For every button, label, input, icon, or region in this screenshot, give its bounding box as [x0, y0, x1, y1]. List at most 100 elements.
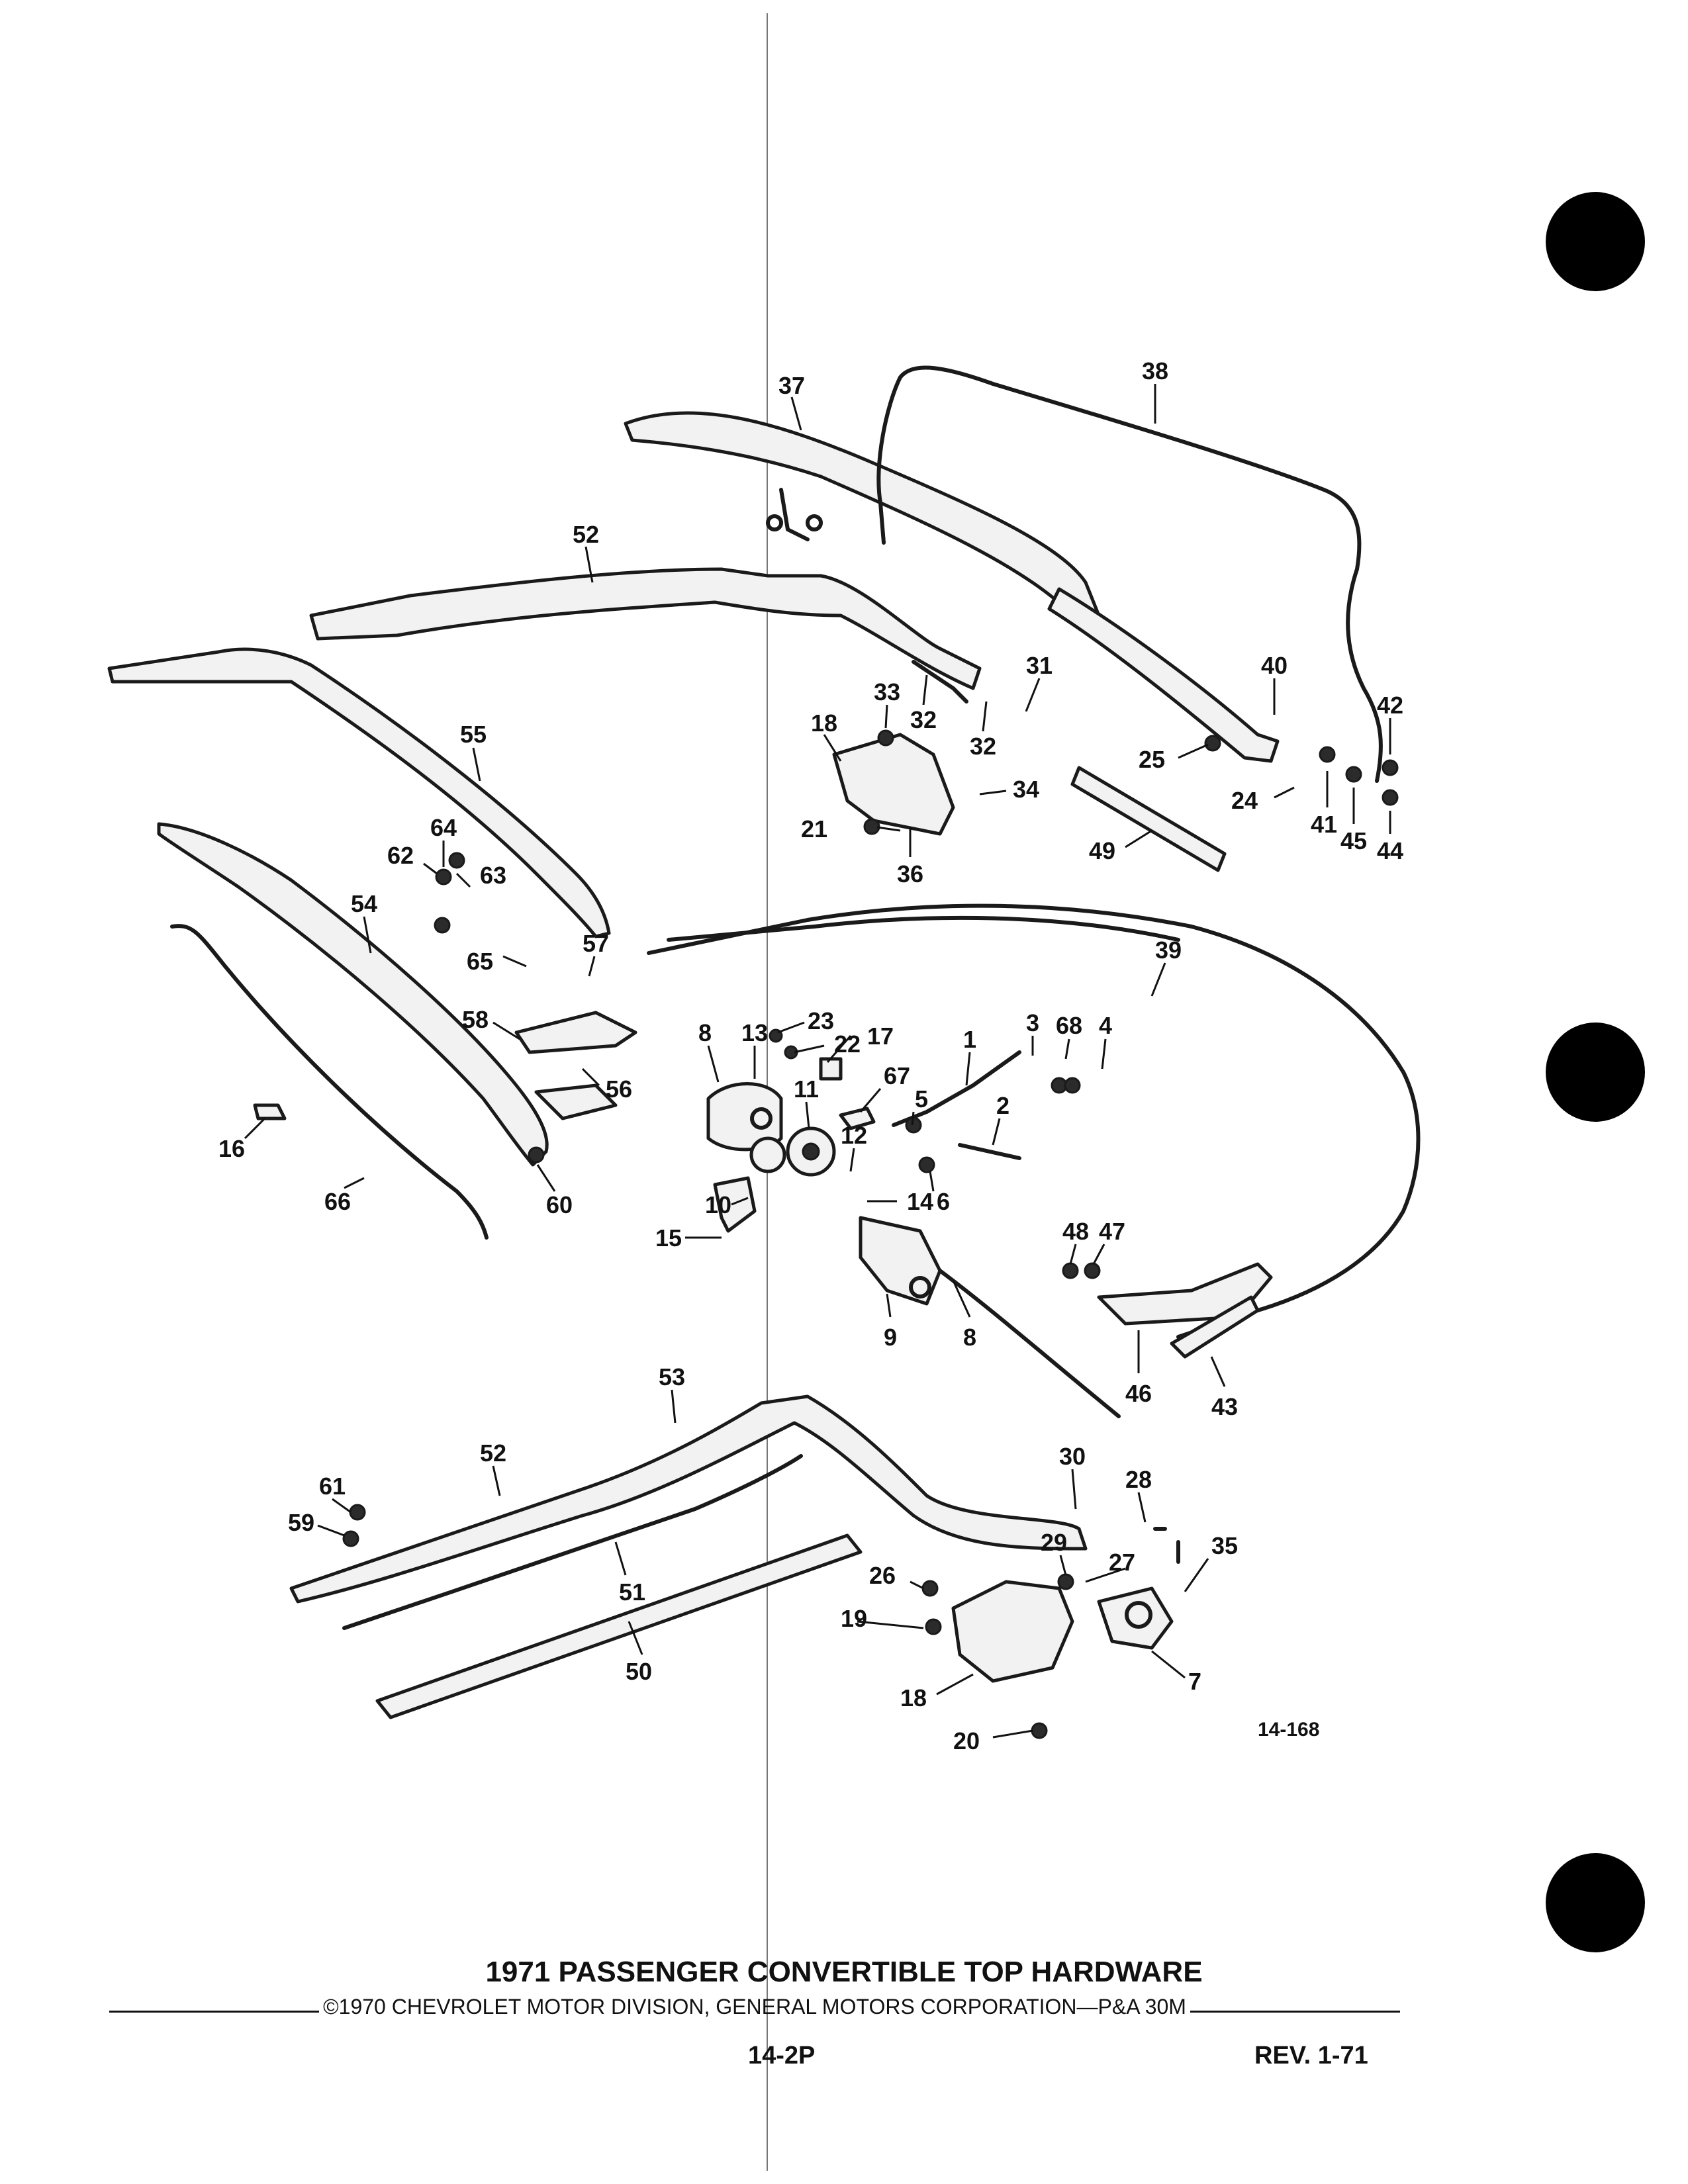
callout-61: 61 — [319, 1473, 346, 1500]
callout-10: 10 — [705, 1191, 731, 1218]
callout-30: 30 — [1059, 1443, 1086, 1470]
callout-34: 34 — [1013, 776, 1039, 803]
callout-32-right: 32 — [970, 733, 996, 760]
rear-bow-part — [876, 365, 1383, 783]
callout-14: 14 — [907, 1188, 933, 1215]
page-number: 14-2P — [748, 2042, 816, 2070]
motor-pump-assembly-part — [706, 1082, 942, 1306]
lower-cable-part — [342, 1454, 803, 1630]
callout-67: 67 — [884, 1062, 910, 1089]
callout-52-lower: 52 — [480, 1439, 506, 1467]
callout-53: 53 — [659, 1363, 685, 1390]
rear-rail-lower-part — [1097, 1262, 1273, 1359]
callout-38: 38 — [1142, 357, 1168, 385]
callout-36: 36 — [897, 860, 923, 887]
callout-54: 54 — [351, 890, 377, 917]
callout-27: 27 — [1109, 1549, 1135, 1576]
callout-65: 65 — [467, 948, 493, 975]
callout-66: 66 — [324, 1188, 351, 1215]
callout-19: 19 — [841, 1605, 867, 1632]
callout-58: 58 — [462, 1006, 489, 1033]
callout-25: 25 — [1139, 746, 1165, 773]
callout-7: 7 — [1188, 1668, 1201, 1695]
side-roof-rail-part — [107, 647, 611, 938]
fasteners — [253, 729, 1399, 1739]
latch-bracket-part — [514, 1011, 637, 1120]
callout-41: 41 — [1311, 811, 1337, 838]
callout-1: 1 — [963, 1026, 976, 1053]
callout-46: 46 — [1125, 1380, 1152, 1407]
callout-5: 5 — [915, 1085, 928, 1113]
callout-9: 9 — [884, 1324, 897, 1351]
callout-57: 57 — [583, 930, 609, 957]
callout-44: 44 — [1377, 837, 1403, 864]
callout-15: 15 — [655, 1224, 682, 1251]
callout-13: 13 — [741, 1019, 768, 1046]
upper-side-rail-part — [309, 567, 982, 704]
callout-8-lower: 8 — [963, 1324, 976, 1351]
callout-11: 11 — [794, 1075, 819, 1103]
callout-33: 33 — [874, 678, 900, 705]
callout-26: 26 — [869, 1562, 896, 1589]
hinge-bracket-lower-part — [951, 1580, 1074, 1683]
callout-40: 40 — [1261, 652, 1288, 679]
callout-35: 35 — [1211, 1532, 1238, 1559]
actuator-part — [1097, 1586, 1174, 1650]
callout-23: 23 — [808, 1007, 834, 1034]
revision-label: REV. 1-71 — [1254, 2042, 1368, 2070]
cable-part — [938, 1269, 1121, 1418]
copyright-row: ©1970 CHEVROLET MOTOR DIVISION, GENERAL … — [109, 1995, 1400, 2019]
page-title: 1971 PASSENGER CONVERTIBLE TOP HARDWARE — [485, 1956, 1203, 1988]
callout-56: 56 — [606, 1075, 632, 1103]
callout-labels: 37 38 52 31 33 32 32 40 42 18 25 34 24 4… — [218, 357, 1403, 1754]
callout-8-upper: 8 — [698, 1019, 712, 1046]
callout-28: 28 — [1125, 1466, 1152, 1493]
callout-62: 62 — [387, 842, 414, 869]
rule-right — [1190, 2011, 1400, 2013]
callout-49: 49 — [1089, 837, 1115, 864]
header-rod-part — [170, 924, 489, 1240]
callout-4: 4 — [1099, 1012, 1112, 1039]
callout-52-upper: 52 — [573, 521, 599, 548]
callout-37: 37 — [778, 372, 805, 399]
callout-3: 3 — [1026, 1009, 1039, 1036]
callout-39: 39 — [1155, 936, 1182, 964]
upper-weatherstrip-part — [1070, 766, 1227, 872]
callout-47: 47 — [1099, 1218, 1125, 1245]
front-header-rail-part — [157, 822, 549, 1167]
callout-68: 68 — [1056, 1012, 1082, 1039]
callout-42: 42 — [1377, 692, 1403, 719]
lower-side-rail-part — [289, 1394, 1088, 1604]
copyright-notice: ©1970 CHEVROLET MOTOR DIVISION, GENERAL … — [323, 1995, 1186, 2019]
front-roof-rail-part — [624, 411, 1280, 763]
callout-18-upper: 18 — [811, 709, 837, 737]
callout-59: 59 — [288, 1509, 314, 1536]
callout-43: 43 — [1211, 1393, 1238, 1420]
leader-lines — [244, 384, 1391, 1739]
callout-32-left: 32 — [910, 706, 937, 733]
rule-left — [109, 2011, 320, 2013]
callout-18-lower: 18 — [900, 1684, 927, 1711]
binder-hole-middle — [1546, 1023, 1645, 1122]
callout-45: 45 — [1340, 827, 1367, 854]
callout-63: 63 — [480, 862, 506, 889]
lower-weatherstrip-part — [375, 1533, 863, 1719]
rear-roof-frame-part — [647, 903, 1421, 1339]
figure-reference: 14-168 — [1258, 1719, 1320, 1741]
callout-64: 64 — [430, 814, 457, 841]
callout-50: 50 — [626, 1658, 652, 1685]
callout-31: 31 — [1026, 652, 1053, 679]
callout-48: 48 — [1062, 1218, 1089, 1245]
callout-6: 6 — [937, 1188, 950, 1215]
callout-51: 51 — [619, 1578, 645, 1606]
callout-60: 60 — [546, 1191, 573, 1218]
callout-22: 22 — [834, 1030, 861, 1058]
callout-12: 12 — [841, 1122, 867, 1149]
callout-55: 55 — [460, 721, 487, 748]
callout-17: 17 — [867, 1023, 894, 1050]
callout-29: 29 — [1041, 1529, 1067, 1556]
binder-hole-bottom — [1546, 1853, 1645, 1952]
callout-20: 20 — [953, 1727, 980, 1754]
binder-hole-top — [1546, 192, 1645, 291]
